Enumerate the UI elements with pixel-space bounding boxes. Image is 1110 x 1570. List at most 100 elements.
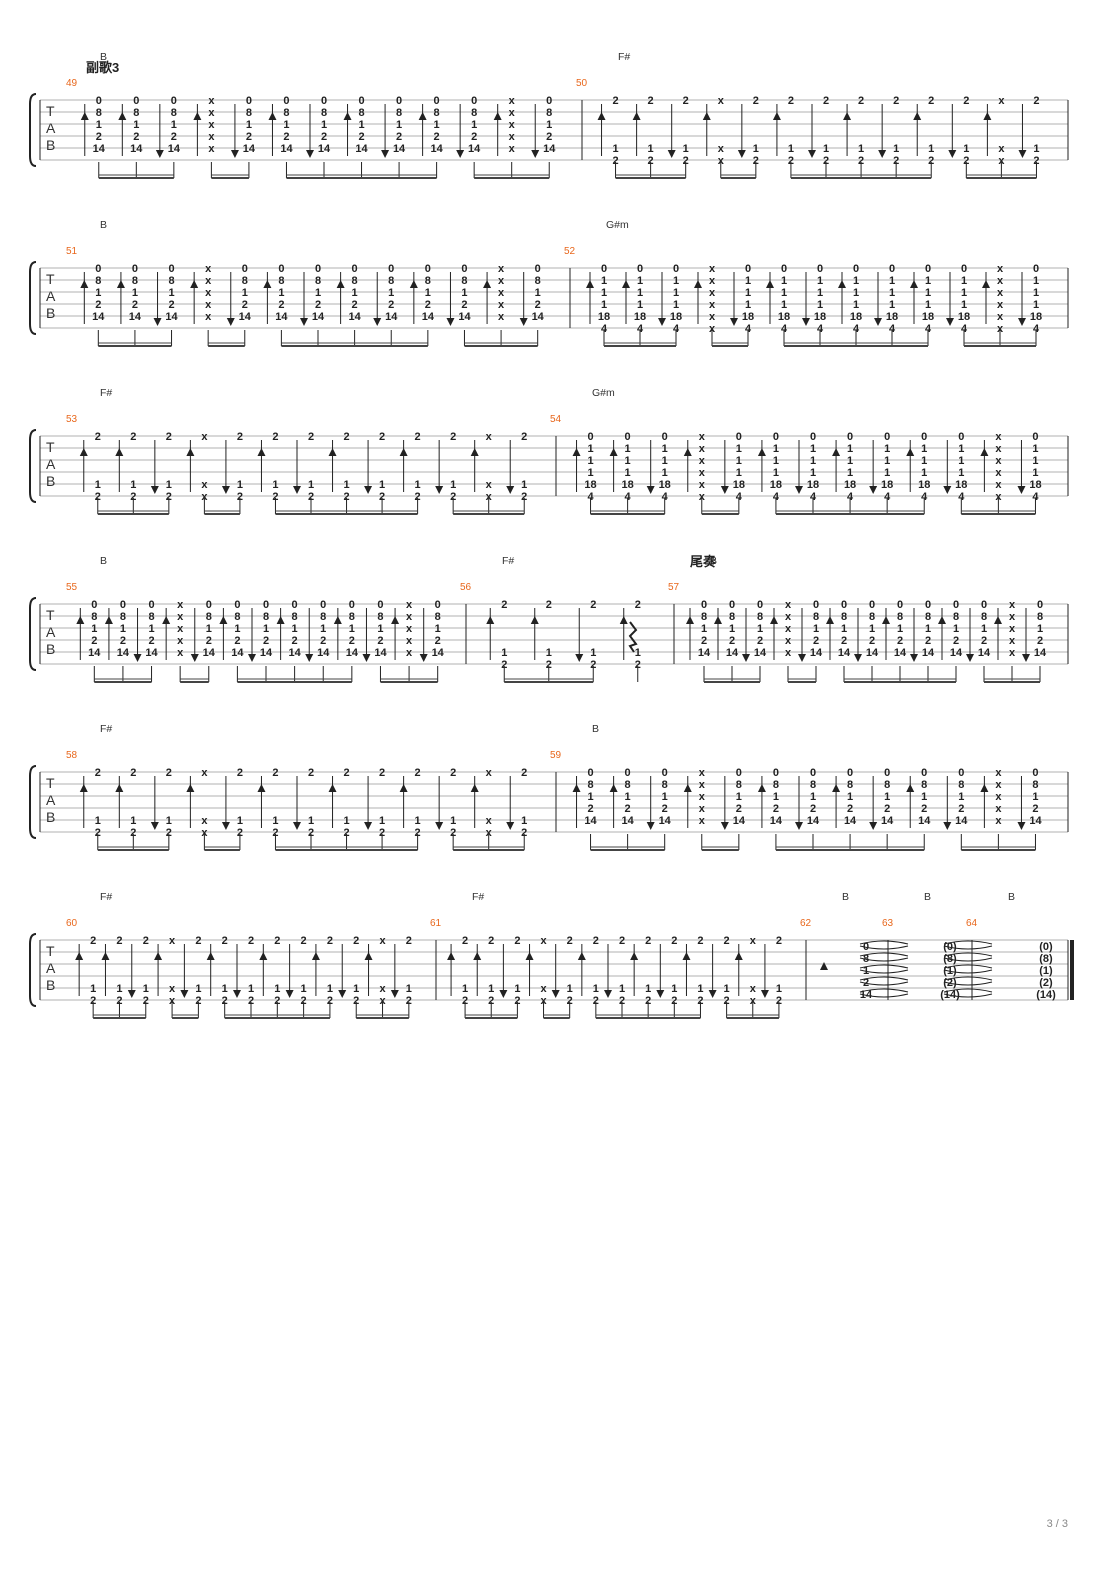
fret-number: 18 (770, 479, 782, 491)
fret-number: 1 (450, 479, 456, 491)
fret-number: 2 (116, 935, 122, 947)
arrow-head (906, 448, 915, 456)
fret-number: 1 (587, 791, 593, 803)
fret-number: 1 (736, 443, 742, 455)
tab-clef-letter: B (46, 809, 55, 825)
fret-number: 14 (317, 647, 330, 659)
arrow-head (572, 448, 581, 456)
fret-number: 0 (320, 599, 326, 611)
fret-number: 1 (773, 791, 779, 803)
fret-number: 14 (894, 647, 907, 659)
tie-arc (859, 940, 909, 945)
arrow-head (656, 990, 665, 998)
fret-number: 0 (847, 431, 853, 443)
fret-number: x (177, 611, 184, 623)
fret-number: 1 (206, 623, 212, 635)
fret-number: x (995, 443, 1002, 455)
fret-number: x (406, 635, 413, 647)
fret-number: 1 (662, 443, 668, 455)
fret-number: x (699, 443, 706, 455)
bar-52: 52G#m011118401111840111184xxxxxx01111840… (564, 219, 1042, 347)
arrow-head (948, 150, 957, 158)
fret-number: 2 (619, 995, 625, 1007)
fret-number: 8 (425, 275, 431, 287)
fret-number: 8 (321, 107, 327, 119)
fret-number: x (201, 479, 208, 491)
tab-clef-letter: B (46, 977, 55, 993)
fret-number: 14 (458, 311, 471, 323)
fret-number: 1 (853, 287, 859, 299)
arrow-head (708, 990, 717, 998)
fret-number: 14 (393, 143, 406, 155)
arrow-head (551, 990, 560, 998)
arrow-head (910, 654, 918, 662)
fret-number: x (498, 311, 505, 323)
fret-number: 2 (246, 131, 252, 143)
fret-number: 1 (450, 815, 456, 827)
fret-number: 4 (889, 323, 896, 335)
tie-arc (859, 969, 909, 974)
arrow-head (646, 486, 655, 494)
arrow-head (221, 822, 230, 830)
fret-number: 1 (781, 299, 787, 311)
tab-staff-svg: TAB58F#212212212xxx212212212212212212212… (29, 723, 1069, 851)
fret-number: 1 (546, 119, 552, 131)
fret-number: 0 (1033, 263, 1039, 275)
bar-54: 54G#m011118401111840111184xxxxxx01111840… (550, 387, 1042, 515)
fret-number: 2 (450, 491, 456, 503)
fret-number: 1 (292, 623, 298, 635)
fret-number: 1 (546, 647, 552, 659)
arrow-head (257, 784, 266, 792)
arrow-head (686, 616, 694, 624)
fret-number: 0 (434, 95, 440, 107)
fret-number: 2 (593, 935, 599, 947)
fret-number: 8 (953, 611, 959, 623)
chord-name: F# (502, 555, 514, 567)
fret-number: 0 (587, 431, 593, 443)
fret-number: 2 (450, 767, 456, 779)
fret-number: 1 (601, 275, 607, 287)
fret-number: 1 (567, 983, 573, 995)
fret-number: 1 (116, 983, 122, 995)
fret-number: 8 (736, 779, 742, 791)
fret-number: 1 (327, 983, 333, 995)
fret-number: 0 (148, 599, 154, 611)
fret-number: 18 (958, 311, 970, 323)
fret-number: 1 (415, 815, 421, 827)
fret-number: 14 (165, 311, 178, 323)
fret-number: 2 (195, 995, 201, 1007)
fret-number: 14 (918, 815, 931, 827)
arrow-head (757, 448, 766, 456)
bar-58: 58F#212212212xxx212212212212212212212xxx… (66, 723, 527, 851)
fret-number: 1 (1033, 299, 1039, 311)
arrow-head (456, 150, 465, 158)
fret-number: 2 (434, 131, 440, 143)
fret-number: 2 (662, 803, 668, 815)
fret-number: 14 (1029, 815, 1042, 827)
tie-arc (859, 993, 909, 998)
bar-51: 51B081214081214081214xxxxx08121408121408… (66, 219, 545, 347)
fret-number: 14 (733, 815, 746, 827)
fret-number: 1 (272, 815, 278, 827)
fret-number: 4 (1032, 491, 1039, 503)
fret-number: x (540, 983, 547, 995)
fret-number: 0 (321, 95, 327, 107)
fret-number: 2 (521, 431, 527, 443)
fret-number: 2 (195, 935, 201, 947)
arrow-head (447, 952, 456, 960)
fret-number: x (486, 827, 493, 839)
arrow-head (373, 318, 382, 326)
fret-number: 2 (237, 767, 243, 779)
fret-number: x (995, 791, 1002, 803)
fret-number: x (699, 791, 706, 803)
arrow-head (76, 616, 85, 624)
fret-number: 2 (415, 767, 421, 779)
fret-number: 2 (612, 155, 618, 167)
bar-number: 59 (550, 750, 562, 761)
fret-number: 1 (736, 467, 742, 479)
fret-number: 0 (701, 599, 707, 611)
tie-arc (859, 988, 909, 993)
fret-number: 2 (166, 827, 172, 839)
fret-number: 0 (425, 263, 431, 275)
bar-50: 50F#212212212xxx212212212212212212212xxx… (576, 51, 1040, 179)
